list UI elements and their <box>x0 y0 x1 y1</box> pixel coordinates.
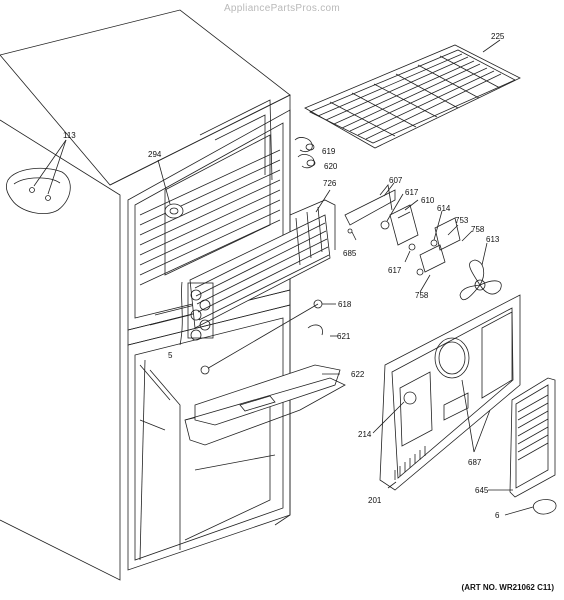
part-685-617-screws <box>347 228 416 263</box>
part-201-evaporator-cover <box>372 294 521 491</box>
watermark: AppliancePartsPros.com <box>223 3 341 14</box>
part-726-evaporator <box>187 189 336 341</box>
callout-225: 225 <box>491 32 505 41</box>
part-619-620-sensors <box>294 137 316 169</box>
part-225-wire-shelf <box>304 39 521 149</box>
callout-610: 610 <box>421 196 435 205</box>
callout-607: 607 <box>389 176 403 185</box>
callout-617-upper: 617 <box>405 188 419 197</box>
callout-758-upper: 758 <box>471 225 485 234</box>
callout-687: 687 <box>468 458 482 467</box>
refrigerator-cabinet <box>0 9 291 581</box>
callout-labels: 113 294 619 620 726 607 617 610 614 753 … <box>63 32 505 520</box>
part-6-clip <box>504 499 557 516</box>
part-622-drain-pan <box>184 364 346 446</box>
part-607-bracket <box>344 182 396 226</box>
callout-753: 753 <box>455 216 469 225</box>
callout-201: 201 <box>368 496 382 505</box>
part-618-621-wiring <box>179 281 338 375</box>
callout-620: 620 <box>324 162 338 171</box>
callout-685: 685 <box>343 249 357 258</box>
art-number: (ART NO. WR21062 C11) <box>461 583 554 592</box>
part-614-753-758 <box>416 210 473 293</box>
callout-622: 622 <box>351 370 365 379</box>
part-613-fan-blade <box>459 242 502 301</box>
callout-214: 214 <box>358 430 372 439</box>
part-610-fan-motor <box>380 193 419 246</box>
callout-618: 618 <box>338 300 352 309</box>
callout-645: 645 <box>475 486 489 495</box>
callout-113: 113 <box>63 131 76 140</box>
callout-617-lower: 617 <box>388 266 402 275</box>
part-687-plugs <box>461 379 491 453</box>
part-294-light <box>157 159 184 219</box>
callout-614: 614 <box>437 204 451 213</box>
part-113-cover <box>5 139 71 214</box>
callout-613: 613 <box>486 235 500 244</box>
callout-619: 619 <box>322 147 336 156</box>
callout-6: 6 <box>495 511 500 520</box>
callout-5: 5 <box>168 351 173 360</box>
callout-621: 621 <box>337 332 351 341</box>
callout-294: 294 <box>148 150 162 159</box>
part-645-fan-shroud <box>488 377 556 498</box>
callout-726: 726 <box>323 179 337 188</box>
callout-758-lower: 758 <box>415 291 429 300</box>
